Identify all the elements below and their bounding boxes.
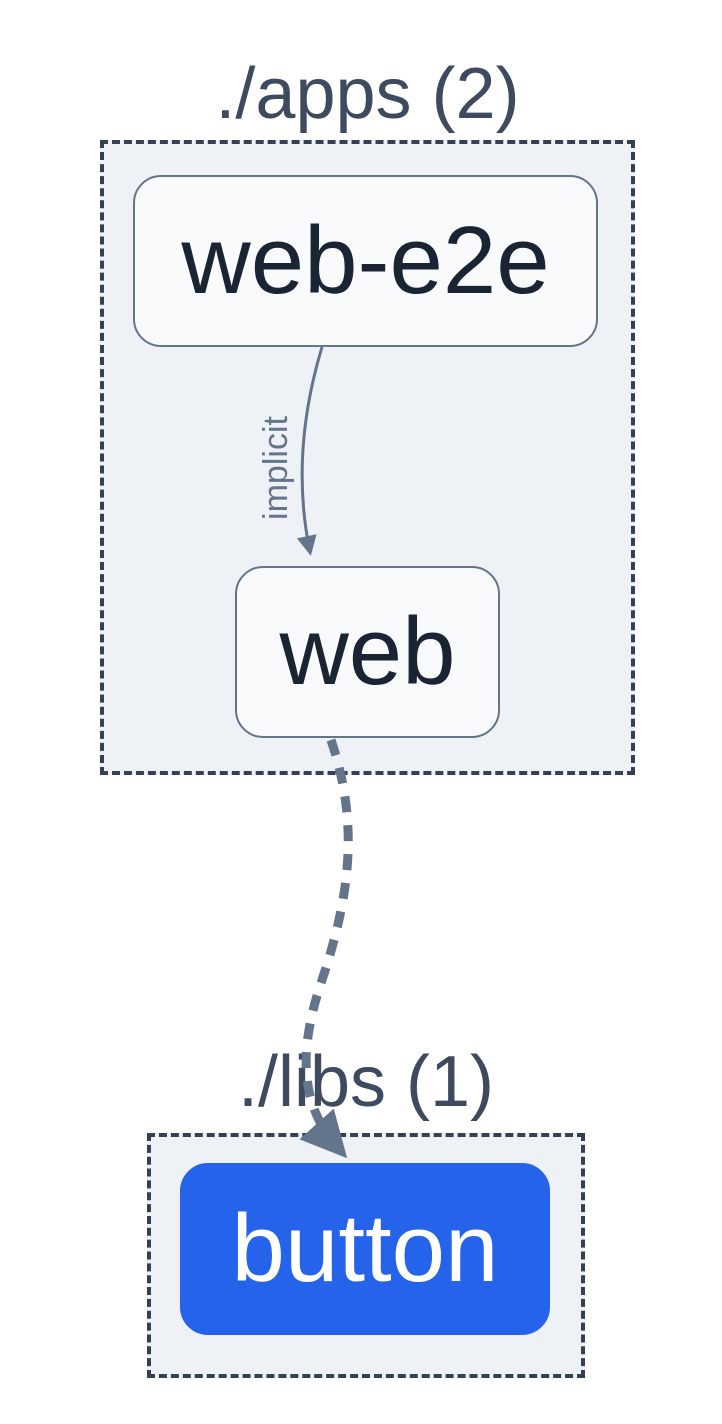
node-button[interactable]: button: [180, 1163, 550, 1335]
node-web-e2e[interactable]: web-e2e: [133, 175, 598, 347]
cluster-label-libs: ./libs (1): [237, 1042, 495, 1122]
node-web-e2e-label: web-e2e: [181, 207, 550, 314]
node-web[interactable]: web: [235, 566, 500, 738]
node-web-label: web: [279, 598, 456, 705]
node-button-label: button: [231, 1195, 499, 1302]
cluster-label-apps: ./apps (2): [215, 54, 520, 134]
